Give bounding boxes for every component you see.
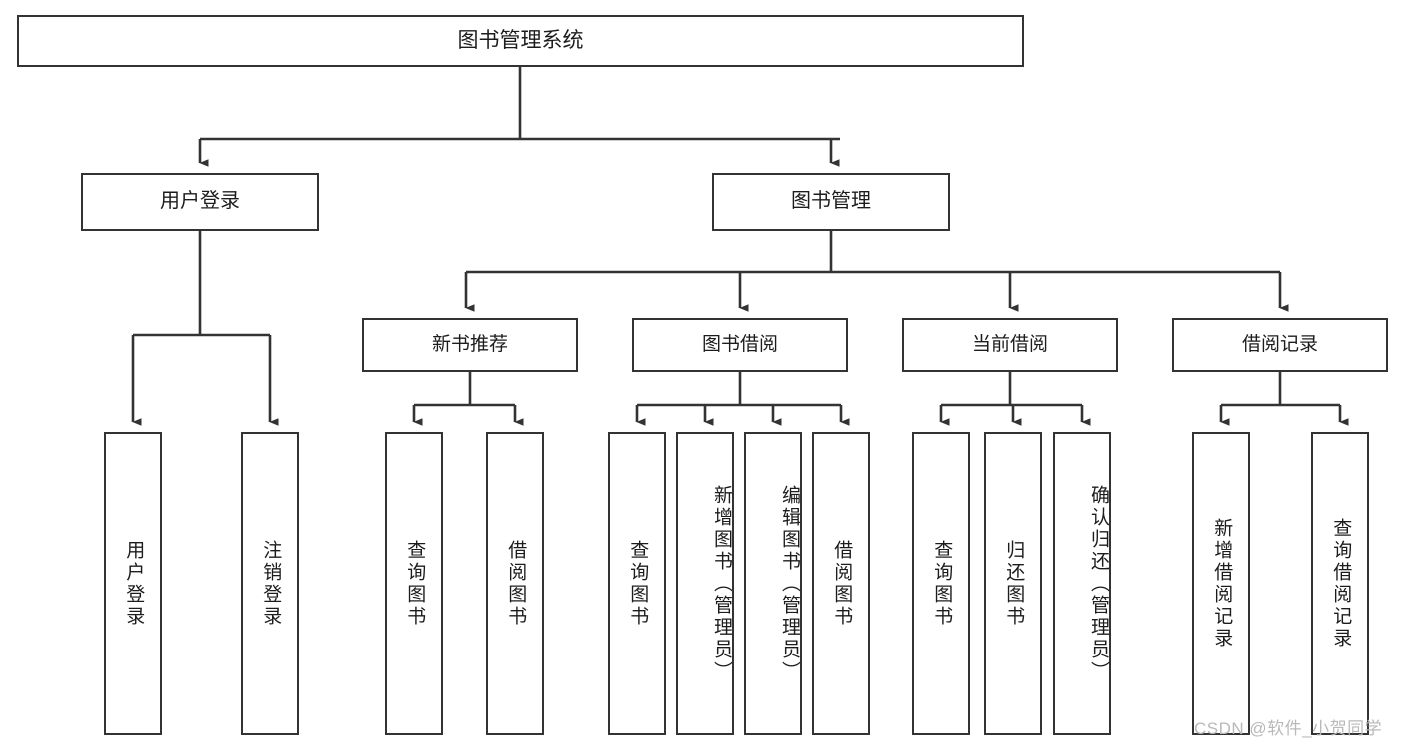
node-leaf-query-book-2-label: 查询图书 <box>627 539 649 628</box>
node-leaf-query-book-2[interactable]: 查询图书 <box>608 432 666 735</box>
node-root[interactable]: 图书管理系统 <box>17 15 1024 67</box>
node-leaf-query-book-3[interactable]: 查询图书 <box>912 432 970 735</box>
node-leaf-edit-book[interactable]: 编辑图书（管理员） <box>744 432 802 735</box>
node-leaf-return-book-label: 归还图书 <box>1003 539 1025 628</box>
node-root-label: 图书管理系统 <box>457 28 584 52</box>
node-leaf-query-book-1-label: 查询图书 <box>404 539 426 628</box>
node-leaf-confirm-return[interactable]: 确认归还（管理员） <box>1053 432 1111 735</box>
node-borrow-record[interactable]: 借阅记录 <box>1172 318 1388 372</box>
csdn-watermark: CSDN @软件_小贺同学 <box>1194 719 1383 738</box>
node-leaf-add-record[interactable]: 新增借阅记录 <box>1192 432 1250 735</box>
node-leaf-query-record-label: 查询借阅记录 <box>1330 517 1352 650</box>
node-new-book-rec-label: 新书推荐 <box>431 333 508 355</box>
node-leaf-borrow-book-2-label: 借阅图书 <box>831 539 853 628</box>
node-current-borrow[interactable]: 当前借阅 <box>902 318 1118 372</box>
node-book-borrow[interactable]: 图书借阅 <box>632 318 848 372</box>
node-book-borrow-label: 图书借阅 <box>701 333 778 355</box>
node-leaf-add-book[interactable]: 新增图书（管理员） <box>676 432 734 735</box>
node-leaf-borrow-book-1[interactable]: 借阅图书 <box>486 432 544 735</box>
node-user-login-label: 用户登录 <box>160 190 240 213</box>
node-leaf-confirm-return-label: 确认归还（管理员） <box>1088 484 1109 683</box>
node-borrow-record-label: 借阅记录 <box>1241 333 1318 355</box>
node-leaf-query-book-1[interactable]: 查询图书 <box>385 432 443 735</box>
node-leaf-user-logout[interactable]: 注销登录 <box>241 432 299 735</box>
node-leaf-query-book-3-label: 查询图书 <box>931 539 953 628</box>
node-book-manage-label: 图书管理 <box>791 190 871 213</box>
node-leaf-query-record[interactable]: 查询借阅记录 <box>1311 432 1369 735</box>
node-leaf-add-book-label: 新增图书（管理员） <box>711 484 732 683</box>
node-leaf-user-login[interactable]: 用户登录 <box>104 432 162 735</box>
node-new-book-rec[interactable]: 新书推荐 <box>362 318 578 372</box>
node-user-login[interactable]: 用户登录 <box>81 173 319 231</box>
node-book-manage[interactable]: 图书管理 <box>712 173 950 231</box>
node-leaf-return-book[interactable]: 归还图书 <box>984 432 1042 735</box>
node-leaf-edit-book-label: 编辑图书（管理员） <box>779 484 800 683</box>
node-current-borrow-label: 当前借阅 <box>971 333 1048 355</box>
node-leaf-user-login-label: 用户登录 <box>123 539 145 628</box>
node-leaf-borrow-book-2[interactable]: 借阅图书 <box>812 432 870 735</box>
node-leaf-borrow-book-1-label: 借阅图书 <box>505 539 527 628</box>
node-leaf-add-record-label: 新增借阅记录 <box>1211 517 1233 650</box>
node-leaf-user-logout-label: 注销登录 <box>260 539 282 628</box>
